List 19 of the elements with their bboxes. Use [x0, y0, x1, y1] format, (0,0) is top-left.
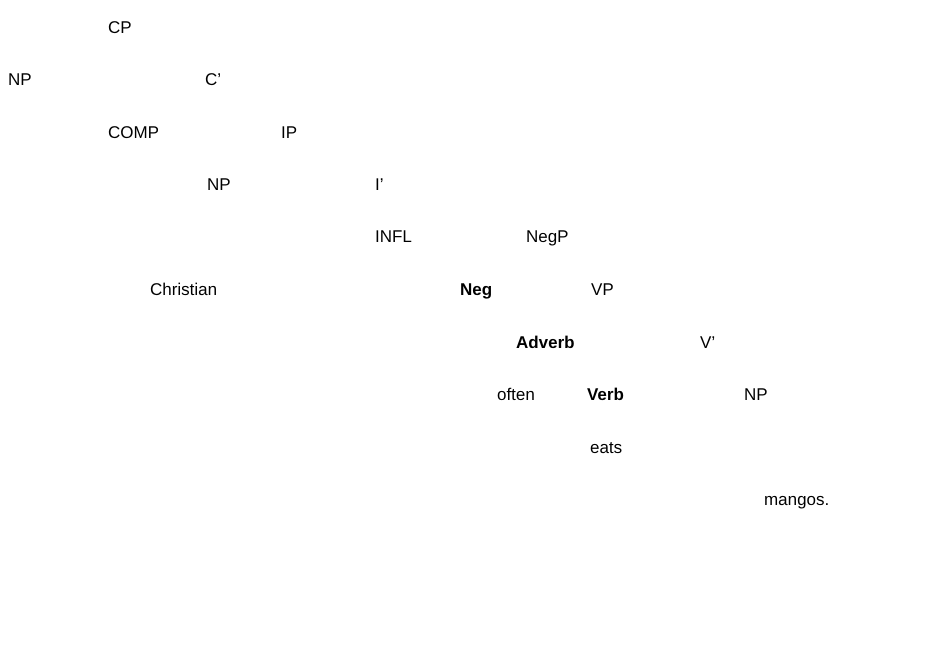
category-label: Neg [460, 280, 492, 300]
category-label: NegP [526, 227, 569, 247]
category-label: NP [744, 385, 768, 405]
category-label: VP [591, 280, 614, 300]
category-label: IP [281, 123, 298, 143]
word-label: mangos. [764, 490, 830, 510]
category-label: NP [8, 70, 32, 90]
category-label: INFL [375, 227, 412, 247]
word-label: eats [590, 438, 622, 458]
category-label: C’ [205, 70, 222, 90]
category-label: Verb [587, 385, 624, 405]
category-label: Adverb [516, 333, 575, 353]
category-label: V’ [700, 333, 716, 353]
category-label: COMP [108, 123, 159, 143]
category-label: NP [207, 175, 231, 195]
category-label: CP [108, 18, 132, 38]
word-label: often [497, 385, 535, 405]
word-label: Christian [150, 280, 218, 300]
category-label: I’ [375, 175, 384, 195]
